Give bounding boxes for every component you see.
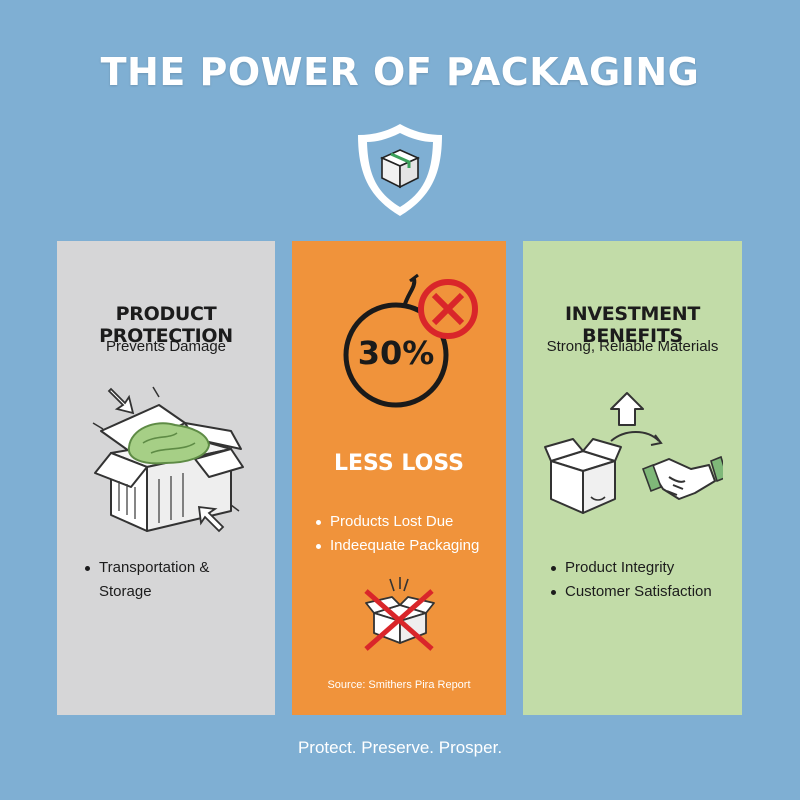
bullet-list: Products Lost Due Indeequate Packaging (314, 510, 479, 558)
crossed-out-box-icon (360, 573, 440, 653)
list-item: Transportation & (83, 556, 209, 580)
panel-title: PRODUCT PROTECTION (99, 303, 233, 347)
page-title: THE POWER OF PACKAGING (100, 50, 700, 94)
list-item: Indeequate Packaging (314, 534, 479, 558)
bomb-30-icon (338, 271, 478, 411)
list-item: Products Lost Due (314, 510, 479, 534)
shield-box-icon (352, 120, 448, 220)
list-item: Customer Satisfaction (549, 580, 712, 604)
panel-subtitle: Prevents Damage (105, 338, 227, 355)
bullet-list: Transportation & Storage (83, 556, 209, 604)
source-note: Source: Smithers Pira Report (327, 679, 471, 691)
less-loss-heading: LESS LOSS (333, 451, 465, 476)
panel-subtitle: Strong, Reliable Materials (546, 338, 719, 355)
open-box-cushion-icon (91, 383, 251, 543)
list-item: Storage (99, 583, 152, 600)
investment-benefits-panel: INVESTMENT BENEFITS Strong, Reliable Mat… (523, 241, 742, 715)
panel-title: INVESTMENT BENEFITS (564, 303, 701, 347)
product-protection-panel: PRODUCT PROTECTION Prevents Damage (57, 241, 275, 715)
footer-tagline: Protect. Preserve. Prosper. (297, 738, 503, 757)
box-arrow-handshake-icon (543, 385, 723, 535)
bullet-list: Product Integrity Customer Satisfaction (549, 556, 712, 604)
less-loss-panel: 30% LESS LOSS Products Lost Due Indeequa… (292, 241, 506, 715)
loss-percent: 30% (357, 334, 435, 372)
list-item: Product Integrity (549, 556, 712, 580)
